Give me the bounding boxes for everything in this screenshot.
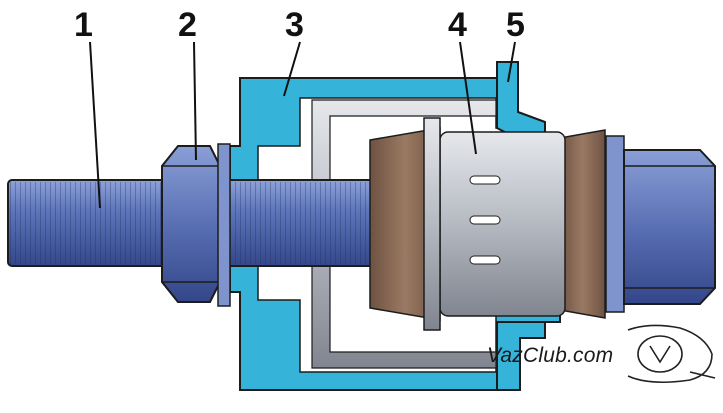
callout-1: 1 [74, 6, 93, 44]
callout-5: 5 [506, 6, 525, 44]
callout-4: 4 [448, 6, 467, 44]
silent-block [369, 117, 606, 331]
leader-line-1 [89, 41, 101, 209]
callout-3: 3 [285, 6, 304, 44]
vazclub-car-logo-icon [627, 324, 716, 384]
leader-line-3 [283, 41, 301, 97]
watermark-text: VazClub.com [487, 344, 614, 367]
leader-lines [89, 41, 516, 209]
leader-line-2 [193, 41, 197, 161]
bolt-head [605, 135, 716, 313]
callout-2: 2 [178, 6, 197, 44]
leader-line-5 [507, 41, 516, 83]
leader-line-4 [459, 41, 477, 155]
nut [161, 143, 231, 307]
